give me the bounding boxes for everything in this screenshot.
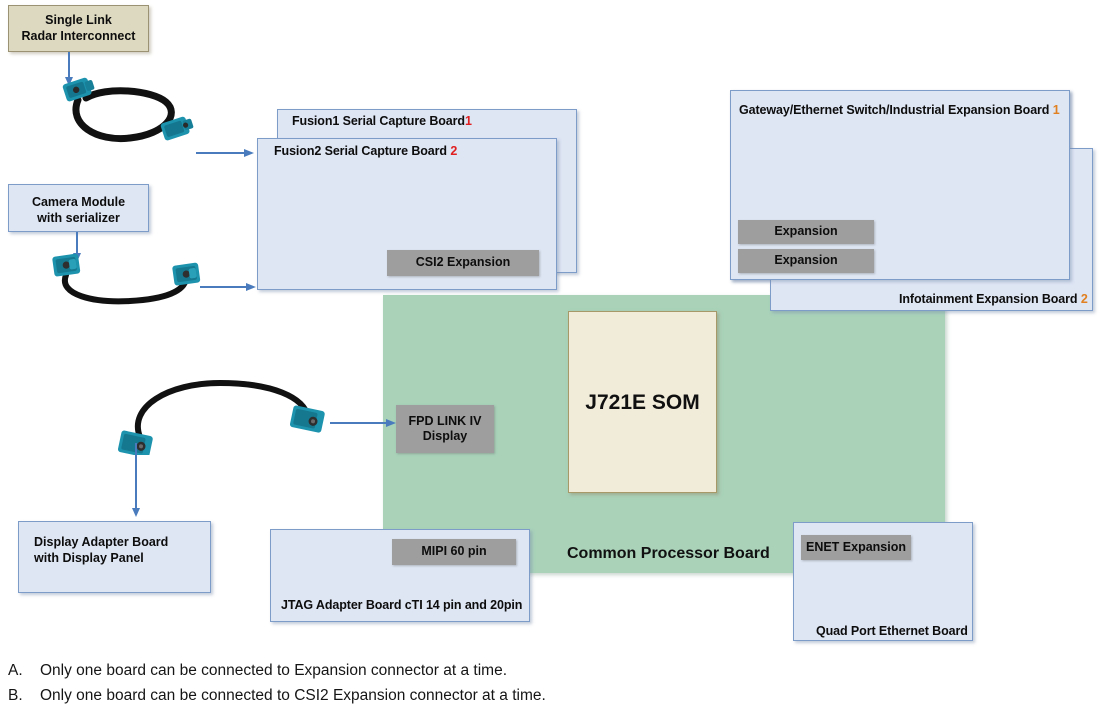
gateway-label-overlay: Gateway/Ethernet Switch/Industrial Expan…	[739, 103, 1060, 117]
j721e-som	[568, 311, 717, 493]
fusion2-label-text: Fusion2 Serial Capture Board	[274, 144, 447, 158]
footnote-b-key: B.	[8, 687, 23, 705]
arrow-radar-to-cable	[62, 52, 76, 88]
enet-expansion-connector[interactable]: ENET Expansion	[801, 535, 911, 560]
display-adapter-label: Display Adapter Board with Display Panel	[34, 534, 168, 567]
j721e-som-label: J721E SOM	[585, 391, 700, 414]
infotainment-label: Infotainment Expansion Board 2	[899, 292, 1088, 306]
fusion2-superscript: 2	[450, 144, 458, 158]
radar-interconnect-cable	[48, 76, 203, 151]
fusion1-label-text: Fusion1 Serial Capture Board	[292, 114, 465, 128]
camera-module-line1: Camera Module	[31, 195, 126, 209]
camera-module-line2: with serializer	[37, 211, 120, 226]
quad-port-ethernet-label: Quad Port Ethernet Board	[816, 624, 968, 638]
fpd-link-line1: FPD LINK IV	[408, 413, 482, 428]
gateway-board-overlay	[730, 90, 1070, 280]
jtag-adapter-label: JTAG Adapter Board cTI 14 pin and 20pin	[281, 598, 523, 612]
footnote-b-text: Only one board can be connected to CSI2 …	[40, 687, 546, 705]
display-cable	[108, 375, 338, 458]
footnote-b: B. Only one board can be connected to CS…	[8, 683, 908, 708]
footnote-a: A. Only one board can be connected to Ex…	[8, 658, 908, 683]
display-adapter-board	[18, 521, 211, 593]
footnote-a-key: A.	[8, 662, 23, 679]
infotainment-label-text: Infotainment Expansion Board	[899, 292, 1078, 306]
fpd-link-iv-display-connector[interactable]: FPD LINK IV Display	[396, 405, 494, 453]
camera-module-board	[8, 184, 149, 232]
footnote-a-text: Only one board can be connected to Expan…	[40, 662, 508, 679]
infotainment-superscript: 2	[1080, 292, 1088, 306]
arrow-display-cable-to-fpd	[330, 416, 398, 430]
single-link-radar-interconnect-box: Single Link Radar Interconnect	[8, 5, 149, 52]
fusion2-label: Fusion2 Serial Capture Board 2	[274, 144, 457, 158]
display-adapter-line1: Display Adapter Board	[34, 535, 169, 549]
camera-module-cable	[44, 253, 204, 305]
display-adapter-line2: with Display Panel	[34, 551, 144, 566]
radar-interconnect-line1: Single Link	[45, 12, 112, 27]
radar-interconnect-line2: Radar Interconnect	[21, 28, 136, 43]
mipi-60-pin-connector[interactable]: MIPI 60 pin	[392, 539, 516, 565]
gateway-superscript-overlay: 1	[1052, 103, 1060, 117]
fusion1-superscript: 1	[464, 114, 472, 128]
footnotes: A. Only one board can be connected to Ex…	[8, 658, 908, 708]
fusion1-label: Fusion1 Serial Capture Board1	[292, 114, 472, 128]
expansion-connector-2-overlay[interactable]: Expansion	[738, 249, 874, 273]
arrow-camera-cable-to-fusion	[200, 280, 258, 294]
camera-module-label: Camera Module with serializer	[8, 194, 149, 227]
fpd-link-line2: Display	[422, 429, 468, 443]
arrow-cable-to-display-adapter	[129, 443, 143, 519]
expansion-connector-1-overlay[interactable]: Expansion	[738, 220, 874, 244]
common-processor-board-label: Common Processor Board	[567, 545, 770, 562]
gateway-label-overlay-text: Gateway/Ethernet Switch/Industrial Expan…	[739, 103, 1050, 117]
csi2-expansion-connector[interactable]: CSI2 Expansion	[387, 250, 539, 276]
arrow-radar-cable-to-fusion	[196, 146, 256, 160]
